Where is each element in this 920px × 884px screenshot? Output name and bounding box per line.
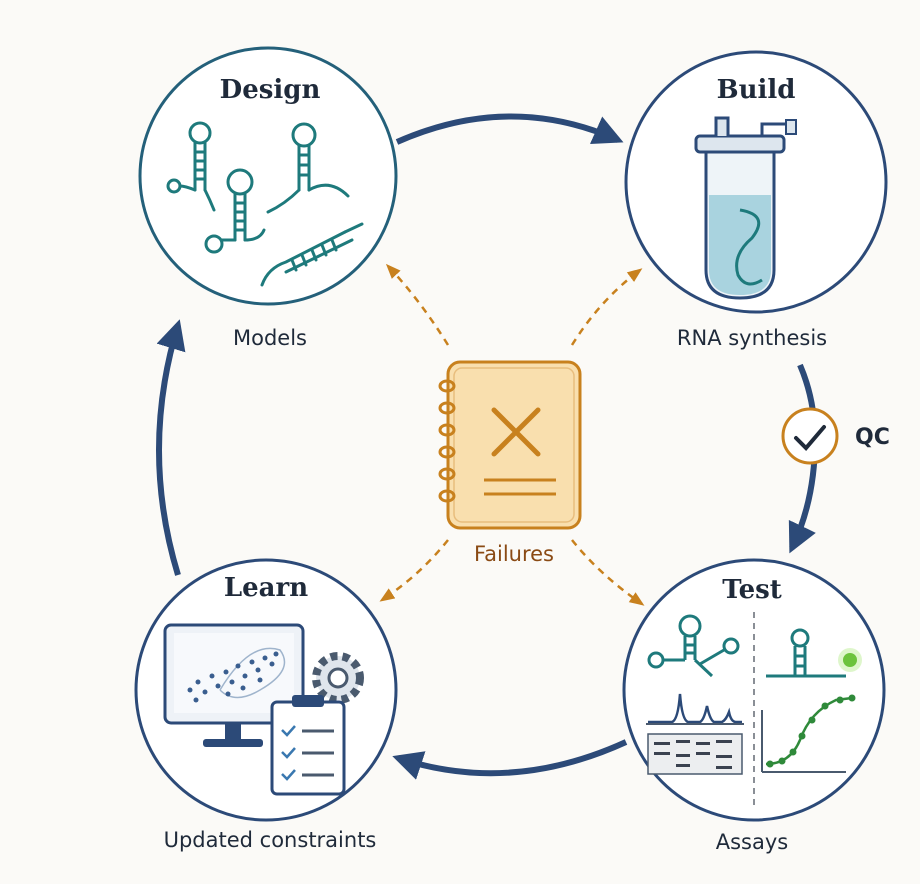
- failures-to-design-arrow: [385, 263, 450, 346]
- design-caption: Models: [233, 326, 307, 350]
- learn-to-design-arrow: [156, 319, 186, 576]
- build-caption: RNA synthesis: [677, 326, 827, 350]
- test-tube-icon: [694, 116, 797, 300]
- build-stage: Build: [624, 50, 888, 314]
- chromatogram-icon: [646, 693, 744, 725]
- design-to-build-arrow: [395, 113, 624, 145]
- qc-check-icon: [781, 407, 839, 465]
- rna-hairpin-icons: [166, 121, 364, 287]
- failures-notebook-icon: [438, 360, 582, 530]
- fluorescent-probe-icon: [766, 628, 862, 678]
- qc-label: QC: [855, 425, 890, 450]
- sigmoid-curve-chart-icon: [761, 694, 856, 773]
- learn-title: Learn: [224, 573, 308, 603]
- rna-structure-icon: [647, 614, 740, 678]
- learn-stage: Learn: [134, 558, 398, 822]
- build-title: Build: [717, 75, 796, 105]
- design-title: Design: [220, 75, 321, 105]
- monitor-scatter-icon: [163, 623, 305, 747]
- test-caption: Assays: [716, 830, 789, 854]
- failures-to-build-arrow: [570, 268, 643, 346]
- failures-to-test-arrow: [571, 539, 645, 606]
- learn-caption: Updated constraints: [164, 828, 377, 852]
- test-to-learn-arrow: [392, 739, 628, 780]
- gear-icon: [312, 652, 364, 704]
- failures-label: Failures: [474, 542, 554, 566]
- design-stage: Design: [138, 46, 398, 306]
- clipboard-checklist-icon: [270, 695, 346, 796]
- failures-to-learn-arrow: [379, 539, 449, 602]
- test-stage: Test: [622, 558, 886, 822]
- gel-image-icon: [647, 733, 743, 775]
- test-title: Test: [722, 575, 782, 605]
